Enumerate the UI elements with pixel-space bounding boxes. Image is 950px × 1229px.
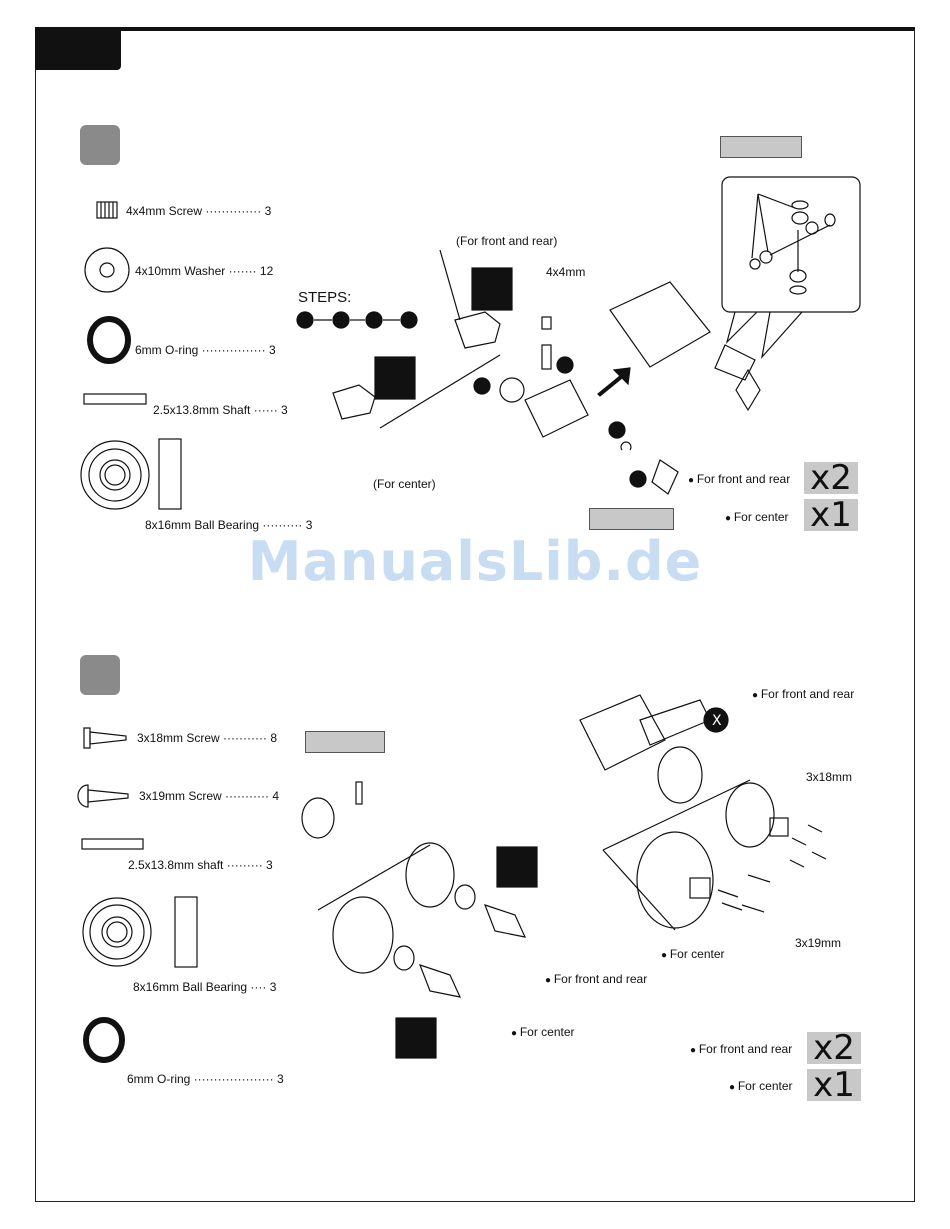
part-label: 4x10mm Washer ······· 12 — [135, 264, 274, 278]
part-qty: 8 — [270, 731, 277, 745]
part-qty: 3 — [276, 1072, 284, 1086]
washer-icon — [84, 247, 130, 293]
qty-center: x1 — [804, 498, 858, 532]
part-name: 8x16mm Ball Bearing — [133, 980, 248, 994]
screw-size-callout: 4x4mm — [546, 265, 586, 279]
part-name: 3x18mm Screw — [137, 731, 220, 745]
screw-set-icon — [717, 824, 827, 913]
steps-sequence-icon — [296, 311, 418, 329]
part-name: 2.5x13.8mm Shaft — [153, 403, 251, 417]
part-label: 2.5x13.8mm shaft ········· 3 — [128, 858, 273, 872]
step-marker-2 — [80, 655, 120, 695]
countersunk-screw-icon — [83, 727, 127, 749]
part-name: 3x19mm Screw — [139, 789, 222, 803]
tag-box — [589, 508, 674, 530]
part-qty: 3 — [268, 343, 276, 357]
part-qty: 3 — [264, 204, 272, 218]
o-ring-icon — [83, 1017, 125, 1063]
shaft-icon — [83, 393, 147, 405]
qty-front-rear-label: For front and rear — [690, 1042, 792, 1056]
screw-18-callout: 3x18mm — [806, 770, 853, 784]
watermark: ManualsLib.de — [247, 530, 703, 593]
spider-gear-icon — [749, 193, 836, 295]
ball-bearing-icon — [80, 438, 182, 510]
shaft-icon — [81, 838, 144, 850]
part-name: 2.5x13.8mm shaft — [128, 858, 224, 872]
part-label: 6mm O-ring ···················· 3 — [127, 1072, 284, 1086]
qty-front-rear: x2 — [804, 461, 858, 495]
part-label: 2.5x13.8mm Shaft ······ 3 — [153, 403, 288, 417]
grease-icon — [395, 846, 538, 1059]
part-name: 6mm O-ring — [127, 1072, 191, 1086]
qty-center: x1 — [807, 1068, 861, 1102]
page-number-tab — [35, 27, 121, 70]
part-label: 8x16mm Ball Bearing ·········· 3 — [145, 518, 313, 532]
screw-19-callout: 3x19mm — [795, 936, 842, 950]
grease-icon — [374, 267, 513, 400]
qty-center-label: For center — [729, 1079, 793, 1093]
zoom-detail-box — [721, 176, 861, 313]
part-label: 4x4mm Screw ·············· 3 — [126, 204, 272, 218]
part-qty: 3 — [281, 403, 288, 417]
arrow-icon — [597, 367, 631, 397]
tag-box — [305, 731, 385, 753]
tag-box — [720, 136, 802, 158]
steps-title: STEPS: — [298, 289, 352, 306]
part-qty: 4 — [272, 789, 279, 803]
part-qty: 3 — [266, 858, 273, 872]
part-label: 3x18mm Screw ··········· 8 — [137, 731, 277, 745]
part-name: 4x4mm Screw — [126, 204, 203, 218]
callout-number-icons — [473, 356, 647, 488]
for-center-caption: (For center) — [373, 477, 436, 491]
for-center-caption-b: For center — [511, 1025, 575, 1039]
part-label: 8x16mm Ball Bearing ···· 3 — [133, 980, 277, 994]
diff-case-icon — [499, 281, 761, 495]
part-label: 6mm O-ring ················ 3 — [135, 343, 276, 357]
qty-front-rear-label: For front and rear — [688, 472, 790, 486]
no-glue-icon — [703, 707, 729, 733]
part-name: 6mm O-ring — [135, 343, 199, 357]
o-ring-icon — [87, 316, 131, 364]
part-name: 4x10mm Washer — [135, 264, 226, 278]
step-marker-1 — [80, 125, 120, 165]
no-glue-mark: X — [712, 713, 722, 729]
part-label: 3x19mm Screw ··········· 4 — [139, 789, 279, 803]
screw-icon — [96, 201, 118, 219]
diff-assembly-icon — [579, 694, 789, 931]
part-name: 8x16mm Ball Bearing — [145, 518, 260, 532]
part-qty: 3 — [305, 518, 313, 532]
button-head-screw-icon — [77, 784, 129, 808]
qty-front-rear: x2 — [807, 1031, 861, 1065]
ball-bearing-icon — [82, 896, 198, 968]
part-qty: 3 — [269, 980, 277, 994]
for-front-rear-caption-b: For front and rear — [545, 972, 647, 986]
page-frame — [35, 27, 915, 1202]
for-center-caption-a: For center — [661, 947, 725, 961]
top-right-caption: For front and rear — [752, 687, 854, 701]
for-front-rear-caption: (For front and rear) — [456, 234, 558, 248]
part-qty: 12 — [259, 264, 274, 278]
ring-gear-icon — [301, 781, 527, 998]
qty-center-label: For center — [725, 510, 789, 524]
outdrive-cup-icon — [332, 249, 501, 429]
